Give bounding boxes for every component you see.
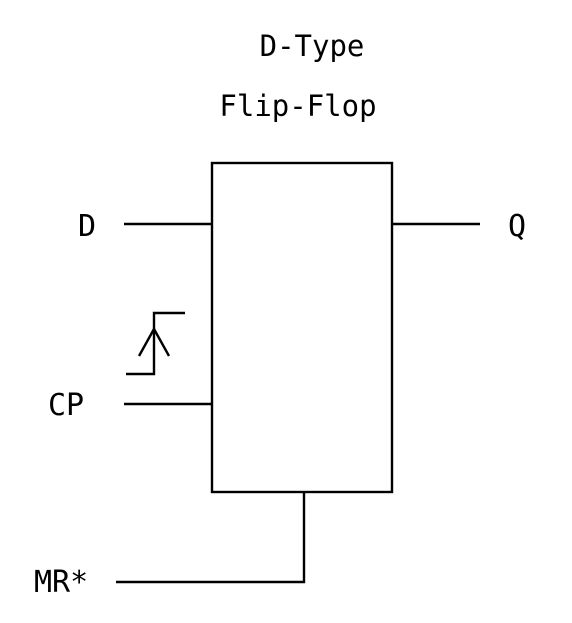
title-line-1: D-Type xyxy=(260,29,365,63)
pin-label-cp: CP xyxy=(48,388,84,423)
pin-label-mr: MR* xyxy=(34,565,88,600)
pin-label-q: Q xyxy=(508,209,526,244)
flip-flop-body xyxy=(210,161,394,494)
wire-mr xyxy=(116,492,306,584)
pin-label-d: D xyxy=(78,209,96,244)
rising-edge-icon xyxy=(126,311,185,376)
title-line-2: Flip-Flop xyxy=(219,89,376,123)
